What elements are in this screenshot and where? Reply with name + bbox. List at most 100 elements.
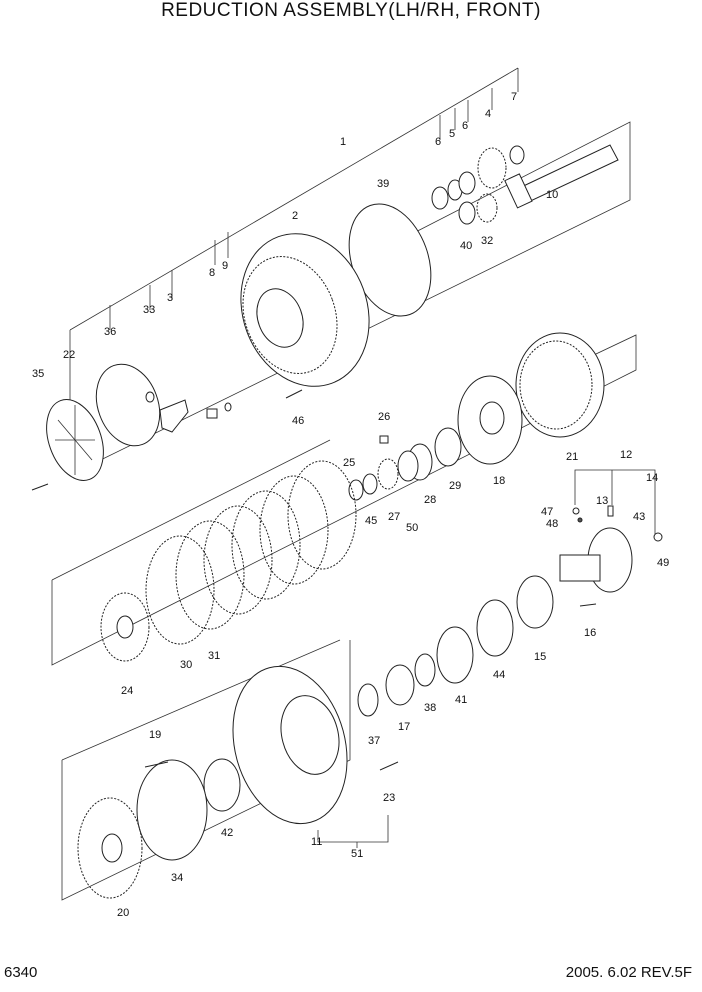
sun-gear-20 bbox=[77, 797, 143, 899]
gear-32 bbox=[476, 193, 498, 223]
part-label: 39 bbox=[377, 178, 389, 190]
part-label: 31 bbox=[208, 650, 220, 662]
disc-pack-30-31 bbox=[145, 460, 357, 645]
o-ring-37 bbox=[357, 683, 379, 717]
part-label: 25 bbox=[343, 457, 355, 469]
part-label: 38 bbox=[424, 702, 436, 714]
part-label: 40 bbox=[460, 240, 472, 252]
part-label: 20 bbox=[117, 907, 129, 919]
part-label: 28 bbox=[424, 494, 436, 506]
part-label: 13 bbox=[596, 495, 608, 507]
cap-47 bbox=[572, 507, 580, 515]
bearing-6b bbox=[458, 171, 476, 195]
part-label: 41 bbox=[455, 694, 467, 706]
part-label: 21 bbox=[566, 451, 578, 463]
part-label: 34 bbox=[171, 872, 183, 884]
part-label: 51 bbox=[351, 848, 363, 860]
part-label: 33 bbox=[143, 304, 155, 316]
part-label: 50 bbox=[406, 522, 418, 534]
bolt-16 bbox=[579, 603, 597, 607]
gear-4 bbox=[477, 147, 507, 189]
part-label: 6 bbox=[435, 136, 441, 148]
ring-gear-21 bbox=[515, 332, 605, 438]
gear-24 bbox=[100, 592, 150, 662]
page-number: 6340 bbox=[4, 964, 38, 981]
part-label: 45 bbox=[365, 515, 377, 527]
ring-29 bbox=[434, 427, 462, 467]
part-label: 36 bbox=[104, 326, 116, 338]
part-label: 49 bbox=[657, 557, 669, 569]
part-label: 23 bbox=[383, 792, 395, 804]
washer-9 bbox=[224, 402, 232, 412]
o-ring-38 bbox=[414, 653, 436, 687]
nut-27 bbox=[377, 458, 399, 490]
seal-15 bbox=[516, 575, 554, 629]
part-label: 26 bbox=[378, 411, 390, 423]
o-ring-36 bbox=[95, 363, 161, 447]
ring-44 bbox=[476, 599, 514, 657]
bolt-35 bbox=[31, 483, 49, 491]
part-label: 3 bbox=[167, 292, 173, 304]
page-title: REDUCTION ASSEMBLY(LH/RH, FRONT) bbox=[161, 0, 541, 21]
part-label: 5 bbox=[449, 128, 455, 140]
part-number-labels: 1 2 3 4 5 6 6 7 8 9 10 11 12 13 14 15 16… bbox=[32, 91, 669, 919]
part-label: 15 bbox=[534, 651, 546, 663]
part-label: 7 bbox=[511, 91, 517, 103]
part-label: 29 bbox=[449, 480, 461, 492]
part-label: 32 bbox=[481, 235, 493, 247]
part-label: 48 bbox=[546, 518, 558, 530]
housing-11 bbox=[232, 665, 348, 825]
pin-3 bbox=[159, 399, 189, 433]
bearing-42 bbox=[203, 758, 241, 812]
part-label: 24 bbox=[121, 685, 133, 697]
washer-33 bbox=[145, 391, 155, 403]
part-label: 22 bbox=[63, 349, 75, 361]
part-label: 4 bbox=[485, 108, 491, 120]
part-label: 44 bbox=[493, 669, 505, 681]
bearing-6a bbox=[431, 186, 449, 210]
ring-45 bbox=[362, 473, 378, 495]
part-label: 19 bbox=[149, 729, 161, 741]
part-label: 1 bbox=[340, 136, 346, 148]
plug-8 bbox=[206, 408, 218, 419]
flange-12 bbox=[559, 527, 633, 593]
lock-26 bbox=[379, 435, 389, 444]
part-label: 46 bbox=[292, 415, 304, 427]
part-label: 43 bbox=[633, 511, 645, 523]
part-label: 12 bbox=[620, 449, 632, 461]
bearing-41 bbox=[436, 626, 474, 684]
cover-22 bbox=[46, 399, 104, 481]
pin-19 bbox=[144, 761, 169, 768]
ring-40 bbox=[458, 201, 476, 225]
revision-date: 2005. 6.02 REV.5F bbox=[565, 964, 692, 981]
bolt-46 bbox=[285, 389, 303, 399]
part-label: 35 bbox=[32, 368, 44, 380]
part-label: 9 bbox=[222, 260, 228, 272]
part-label: 30 bbox=[180, 659, 192, 671]
part-label: 27 bbox=[388, 511, 400, 523]
part-label: 10 bbox=[546, 189, 558, 201]
snap-ring-34 bbox=[136, 759, 208, 861]
part-label: 18 bbox=[493, 475, 505, 487]
sleeve-17 bbox=[385, 664, 415, 706]
plug-49 bbox=[653, 532, 663, 542]
part-label: 17 bbox=[398, 721, 410, 733]
fitting-13 bbox=[607, 505, 614, 517]
part-label: 47 bbox=[541, 506, 553, 518]
part-label: 6 bbox=[462, 120, 468, 132]
part-label: 42 bbox=[221, 827, 233, 839]
hub-18 bbox=[457, 375, 523, 465]
washer-7 bbox=[509, 145, 525, 165]
part-label: 2 bbox=[292, 210, 298, 222]
part-label: 16 bbox=[584, 627, 596, 639]
washer-25 bbox=[348, 479, 364, 501]
part-label: 11 bbox=[311, 836, 322, 848]
seal-48 bbox=[577, 517, 583, 523]
bolt-23 bbox=[379, 761, 399, 771]
assembly-frame-lines bbox=[51, 67, 656, 901]
shaft-10 bbox=[504, 144, 619, 209]
part-label: 37 bbox=[368, 735, 380, 747]
carrier-housing-2 bbox=[240, 233, 370, 387]
part-label: 14 bbox=[646, 472, 658, 484]
